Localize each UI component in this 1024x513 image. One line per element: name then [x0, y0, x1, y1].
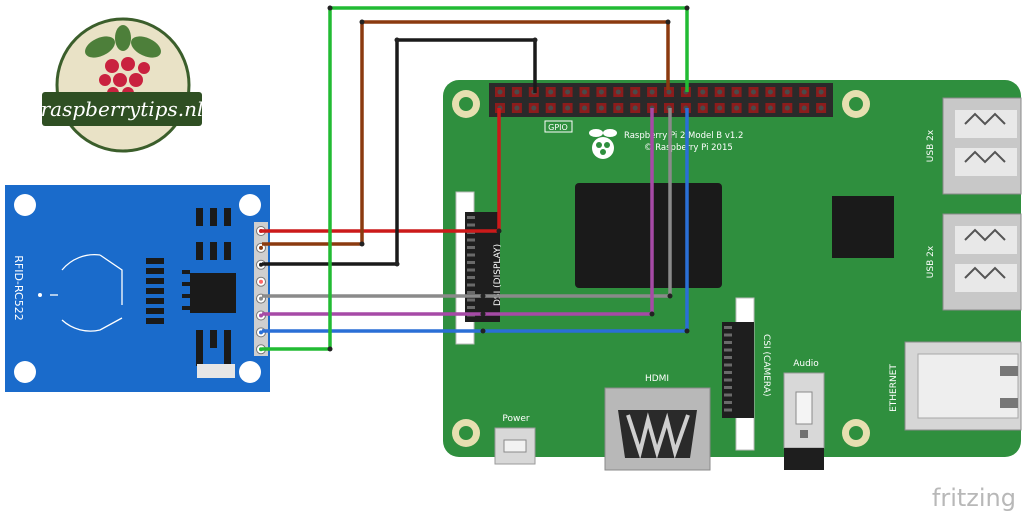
csi-label: CSI (CAMERA) — [761, 334, 771, 396]
ethernet-port: ETHERNET — [889, 341, 1022, 431]
logo-text: raspberrytips.nl — [41, 97, 204, 121]
logo-raspberry-icon — [99, 57, 150, 99]
rfid-smd-component — [146, 288, 164, 294]
usb-label-2: USB 2x — [926, 245, 936, 278]
lan-chip — [832, 196, 894, 258]
rfid-smd-component — [146, 258, 164, 264]
rfid-chip — [190, 273, 236, 313]
dsi-label: DSI (DISPLAY) — [493, 244, 503, 306]
hdmi-port: HDMI — [604, 374, 711, 471]
gpio-label: GPIO — [548, 123, 568, 132]
soc-chip — [575, 183, 722, 288]
rfid-smd-component — [210, 330, 217, 348]
audio-jack: Audio — [783, 359, 825, 470]
usb-port-2: USB 2x — [926, 213, 1022, 311]
hdmi-label: HDMI — [645, 374, 669, 384]
ethernet-label: ETHERNET — [889, 364, 899, 412]
rfid-label: RFID-RC522 — [12, 255, 25, 320]
rfid-smd-component — [196, 208, 203, 226]
rfid-smd-component — [146, 278, 164, 284]
rfid-antenna-outline — [50, 253, 123, 332]
logo-leaves-icon — [85, 25, 161, 58]
dsi-connector: DSI (DISPLAY) — [455, 191, 503, 345]
rfid-crystal — [197, 364, 235, 378]
rfid-smd-component — [196, 242, 203, 260]
logo-banner — [42, 92, 202, 126]
rfid-smd-component — [224, 348, 231, 366]
power-label: Power — [502, 414, 530, 424]
raspberrytips-logo: raspberrytips.nl — [41, 17, 204, 153]
usb-label-1: USB 2x — [926, 129, 936, 162]
audio-label: Audio — [793, 359, 819, 369]
rfid-smd-component — [224, 242, 231, 260]
gpio-label-box — [544, 120, 573, 133]
pi-model-line1: Raspberry Pi 2 Model B v1.2 — [624, 131, 743, 141]
rfid-module: RFID-RC522 — [5, 185, 270, 392]
gpio-header — [489, 83, 833, 117]
usb-port-1: USB 2x — [926, 97, 1022, 195]
rfid-smd-component — [196, 330, 203, 348]
pi-pcb — [443, 80, 1021, 457]
mounting-holes — [452, 90, 870, 447]
power-port: Power — [494, 414, 536, 465]
rfid-smd-component — [146, 298, 164, 304]
audio-plug — [784, 448, 824, 470]
fritzing-watermark: fritzing — [932, 484, 1016, 512]
rfid-smd-component — [146, 318, 164, 324]
rfid-components — [146, 208, 231, 366]
rfid-smd-component — [196, 348, 203, 366]
rfid-mounting-holes — [14, 194, 261, 383]
raspberry-logo-icon — [589, 129, 617, 159]
rfid-header — [254, 222, 268, 356]
raspberry-pi-board: GPIO Raspberry Pi 2 Model B v1.2 © Raspb… — [443, 80, 1022, 471]
wire-joints — [327, 5, 690, 352]
csi-connector: CSI (CAMERA) — [722, 297, 771, 451]
rfid-smd-component — [210, 242, 217, 260]
rfid-smd-component — [146, 268, 164, 274]
rfid-smd-component — [210, 208, 217, 226]
rfid-smd-component — [224, 208, 231, 226]
rfid-smd-component — [224, 330, 231, 348]
rfid-smd-component — [146, 308, 164, 314]
